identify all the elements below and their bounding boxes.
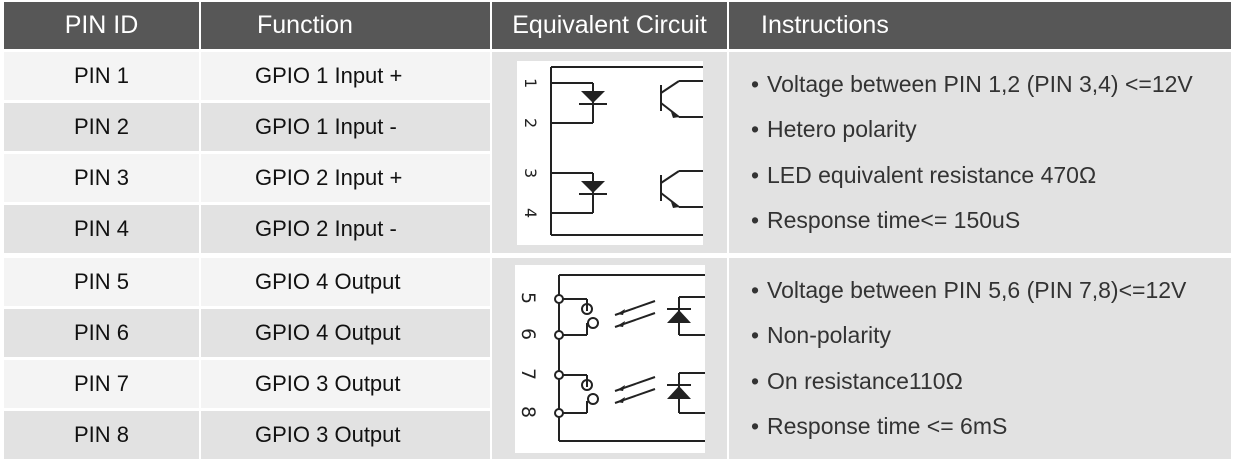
instruction-item: •Response time <= 6mS: [751, 404, 1231, 450]
circuit-pin-label: 7: [517, 368, 539, 380]
pin-id-cell: PIN 3: [4, 153, 200, 204]
pin-id-cell: PIN 8: [4, 410, 200, 459]
led-2-icon: [667, 386, 691, 399]
gpio-pin-table: PIN ID Function Equivalent Circuit Instr…: [4, 2, 1231, 459]
optocoupler-input-circuit-diagram: 1 2 3 4: [517, 61, 703, 245]
table-row: PIN 1 GPIO 1 Input +: [4, 51, 1231, 102]
header-function: Function: [200, 2, 491, 51]
instruction-item: •Hetero polarity: [751, 107, 1231, 153]
output-instructions-list: •Voltage between PIN 5,6 (PIN 7,8)<=12V …: [729, 268, 1231, 450]
instruction-item: •LED equivalent resistance 470Ω: [751, 153, 1231, 199]
function-cell: GPIO 4 Output: [200, 256, 491, 308]
relay-output-circuit-diagram: 5 6 7 8: [515, 265, 705, 453]
circuit-pin-label: 6: [517, 328, 539, 340]
led-1-icon: [667, 310, 691, 323]
function-cell: GPIO 2 Input -: [200, 204, 491, 256]
pin-id-cell: PIN 5: [4, 256, 200, 308]
input-instructions-list: •Voltage between PIN 1,2 (PIN 3,4) <=12V…: [729, 62, 1231, 244]
table-row: PIN 5 GPIO 4 Output: [4, 256, 1231, 308]
header-pin-id: PIN ID: [4, 2, 200, 51]
instruction-item: •Voltage between PIN 1,2 (PIN 3,4) <=12V: [751, 62, 1231, 108]
header-row: PIN ID Function Equivalent Circuit Instr…: [4, 2, 1231, 51]
circuit-pin-label: 2: [521, 118, 540, 128]
instruction-item: •Non-polarity: [751, 313, 1231, 359]
input-circuit-cell: 1 2 3 4: [491, 51, 728, 256]
function-cell: GPIO 2 Input +: [200, 153, 491, 204]
function-cell: GPIO 3 Output: [200, 359, 491, 410]
function-cell: GPIO 4 Output: [200, 308, 491, 359]
function-cell: GPIO 3 Output: [200, 410, 491, 459]
circuit-pin-label: 5: [517, 292, 539, 304]
circuit-pin-label: 3: [521, 168, 540, 178]
led-diode-2-icon: [581, 181, 605, 193]
function-cell: GPIO 1 Input +: [200, 51, 491, 102]
pin-id-cell: PIN 7: [4, 359, 200, 410]
instruction-item: •On resistance110Ω: [751, 359, 1231, 405]
output-instructions-cell: •Voltage between PIN 5,6 (PIN 7,8)<=12V …: [728, 256, 1231, 459]
light-arrow-icon: [617, 309, 625, 315]
pin-id-cell: PIN 2: [4, 102, 200, 153]
pin-id-cell: PIN 4: [4, 204, 200, 256]
output-circuit-cell: 5 6 7 8: [491, 256, 728, 459]
instruction-item: •Response time<= 150uS: [751, 198, 1231, 244]
header-instructions: Instructions: [728, 2, 1231, 51]
pin-id-cell: PIN 6: [4, 308, 200, 359]
function-cell: GPIO 1 Input -: [200, 102, 491, 153]
circuit-pin-label: 1: [521, 78, 540, 88]
circuit-pin-label: 4: [521, 208, 540, 218]
input-instructions-cell: •Voltage between PIN 1,2 (PIN 3,4) <=12V…: [728, 51, 1231, 256]
led-diode-1-icon: [581, 91, 605, 103]
pin-id-cell: PIN 1: [4, 51, 200, 102]
gpio-pin-table-container: PIN ID Function Equivalent Circuit Instr…: [4, 2, 1231, 455]
instruction-item: •Voltage between PIN 5,6 (PIN 7,8)<=12V: [751, 268, 1231, 314]
light-arrow-icon: [617, 385, 625, 391]
circuit-pin-label: 8: [517, 406, 539, 418]
header-equivalent-circuit: Equivalent Circuit: [491, 2, 728, 51]
light-arrow-icon: [617, 321, 625, 327]
light-arrow-icon: [617, 397, 625, 403]
